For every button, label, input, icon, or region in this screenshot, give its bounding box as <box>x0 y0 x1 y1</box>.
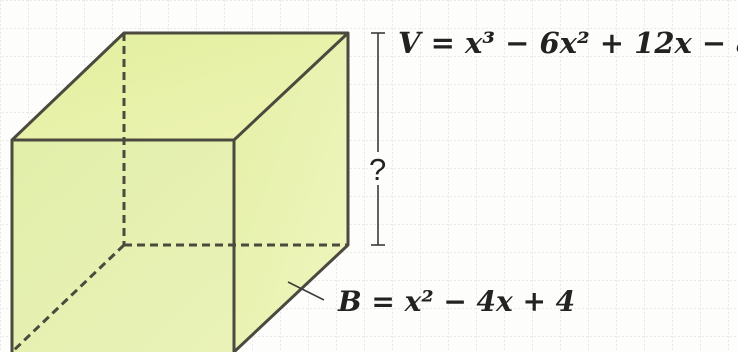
height-question-label: ? <box>369 152 386 187</box>
cube-right-face <box>234 33 348 352</box>
height-dimension-marker <box>371 32 385 246</box>
base-area-formula: B = x² − 4x + 4 <box>337 285 575 318</box>
base-pointer-line <box>287 281 325 301</box>
cube-visible-edges <box>10 31 350 352</box>
volume-formula: V = x³ − 6x² + 12x − 8 <box>398 26 738 60</box>
